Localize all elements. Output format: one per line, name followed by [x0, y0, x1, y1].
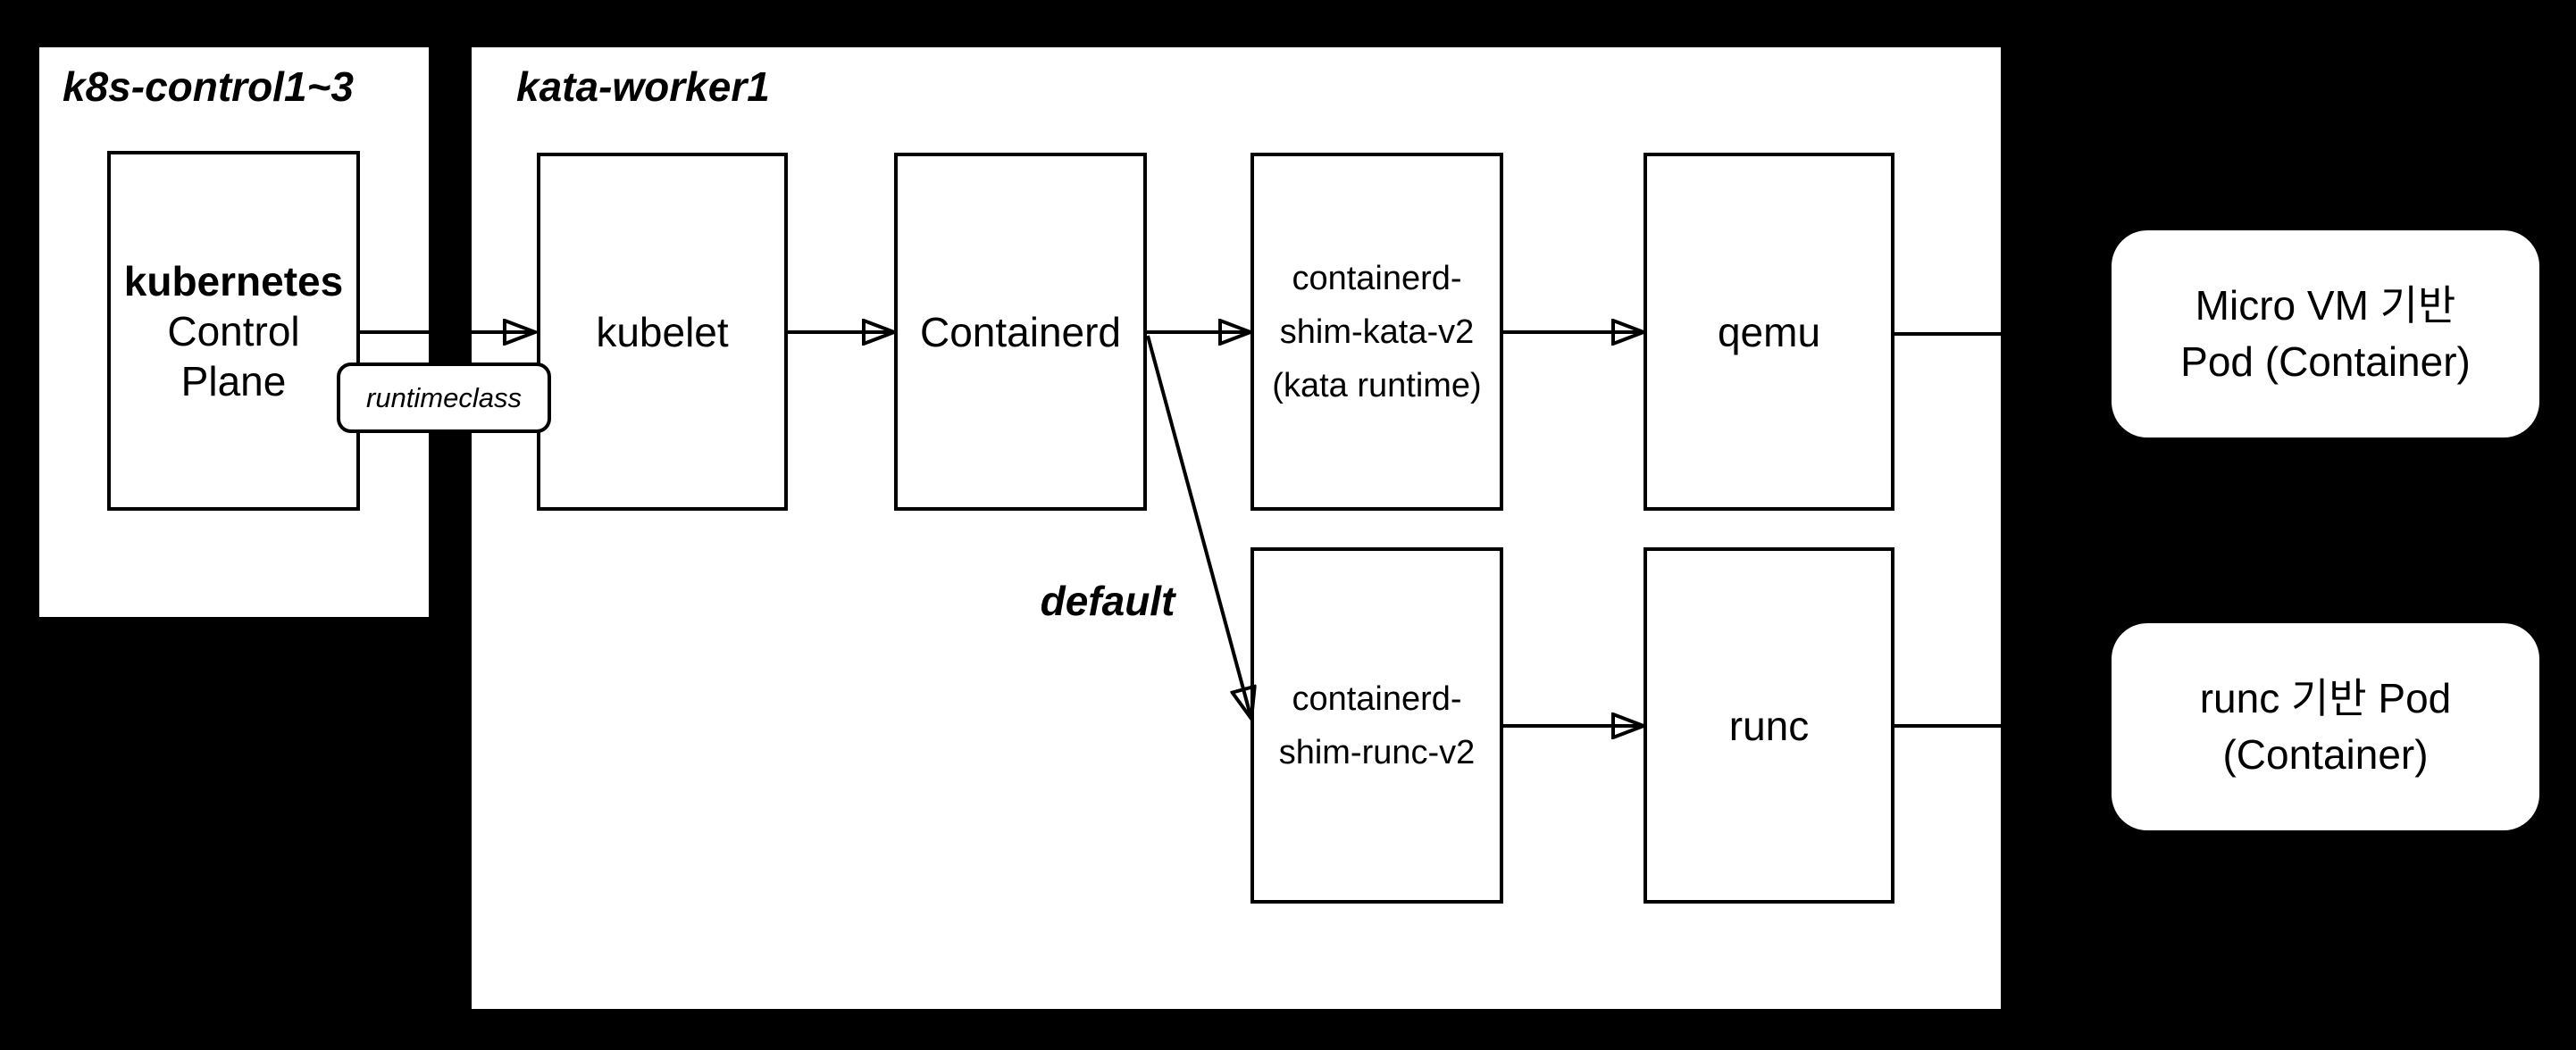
control-plane-label-line1: kubernetes	[123, 257, 344, 304]
shim-kata-label-line3: (kata runtime)	[1272, 366, 1482, 404]
qemu-label: qemu	[1717, 308, 1821, 355]
node-runc: runc	[1643, 547, 1894, 904]
control-plane-label-line2: Control	[167, 307, 300, 354]
containerd-label: Containerd	[919, 308, 1122, 355]
pod-microvm-label-line2: Pod (Container)	[2180, 338, 2471, 385]
shim-runc-label-line1: containerd-	[1292, 679, 1462, 718]
runtimeclass-pill: runtimeclass	[337, 362, 551, 433]
shim-kata-label-line2: shim-kata-v2	[1279, 312, 1475, 351]
pod-runc-label-line2: (Container)	[2222, 731, 2429, 778]
node-qemu: qemu	[1643, 153, 1894, 511]
node-containerd-shim-kata-v2: containerd- shim-kata-v2 (kata runtime)	[1250, 153, 1503, 511]
pod-microvm-label-line1: Micro VM 기반	[2195, 282, 2456, 329]
host-label-kata-worker: kata-worker1	[516, 63, 770, 110]
shim-runc-label-line2: shim-runc-v2	[1278, 733, 1476, 771]
node-control-plane: kubernetes Control Plane	[107, 151, 360, 511]
pod-runc-label-line1: runc 기반 Pod	[2199, 675, 2452, 721]
shim-kata-label-line1: containerd-	[1292, 259, 1462, 297]
node-containerd: Containerd	[894, 153, 1147, 511]
host-label-k8s-control: k8s-control1~3	[63, 63, 354, 110]
control-plane-label-line3: Plane	[180, 357, 287, 404]
runc-label: runc	[1728, 702, 1810, 749]
runtimeclass-label: runtimeclass	[366, 381, 522, 413]
pod-runc-box: runc 기반 Pod (Container)	[2112, 623, 2539, 830]
node-containerd-shim-runc-v2: containerd- shim-runc-v2	[1250, 547, 1503, 904]
pod-microvm-box: Micro VM 기반 Pod (Container)	[2112, 230, 2539, 438]
default-edge-label: default	[1040, 578, 1175, 624]
kubelet-label: kubelet	[596, 308, 729, 355]
node-kubelet: kubelet	[537, 153, 788, 511]
